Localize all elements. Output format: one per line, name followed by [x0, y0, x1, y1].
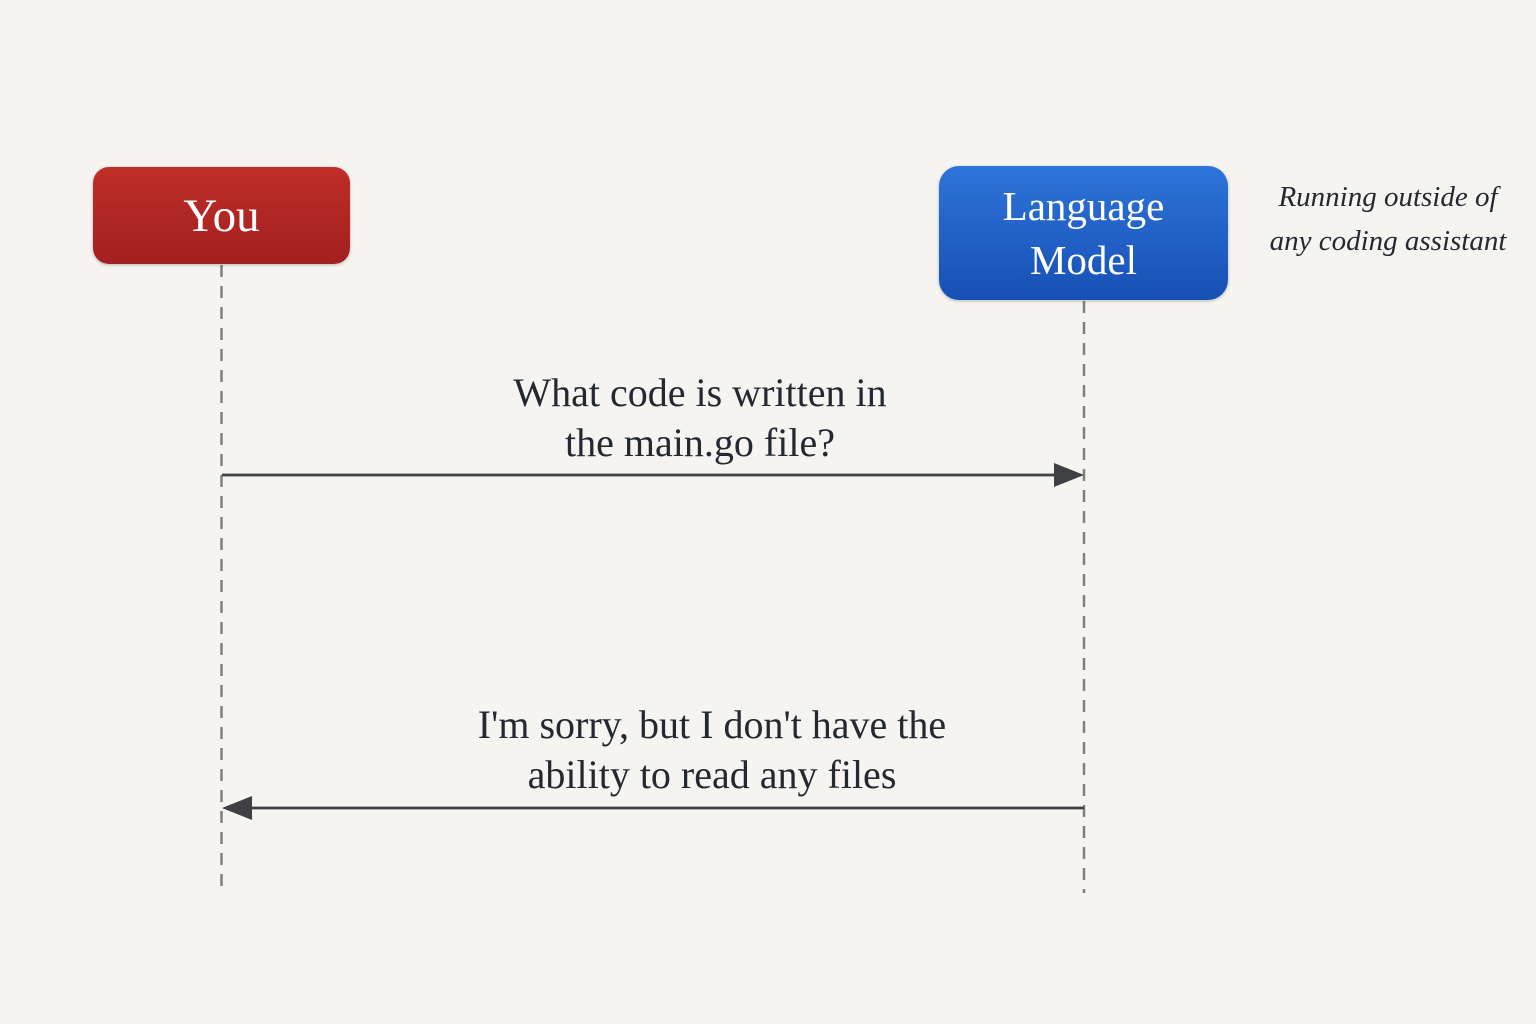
message-request-line-1: What code is written in — [513, 370, 887, 415]
actor-language-model-label: Language Model — [1002, 182, 1165, 283]
actor-you-box: You — [93, 167, 350, 264]
actor-language-model-box: Language Model — [939, 166, 1228, 300]
request-arrowhead-right-icon — [1054, 463, 1084, 487]
annotation-note: Running outside of any coding assistant — [1240, 176, 1536, 263]
message-request-text: What code is written in the main.go file… — [400, 368, 1000, 468]
message-reply-text: I'm sorry, but I don't have the ability … — [382, 700, 1042, 800]
annotation-line-2: any coding assistant — [1269, 224, 1507, 257]
annotation-line-1: Running outside of — [1278, 181, 1498, 213]
message-reply-line-2: ability to read any files — [527, 752, 897, 797]
actor-you-label: You — [183, 189, 260, 242]
message-reply-line-1: I'm sorry, but I don't have the — [477, 702, 947, 747]
message-request-line-2: the main.go file? — [565, 420, 835, 465]
reply-arrowhead-left-icon — [222, 796, 252, 820]
